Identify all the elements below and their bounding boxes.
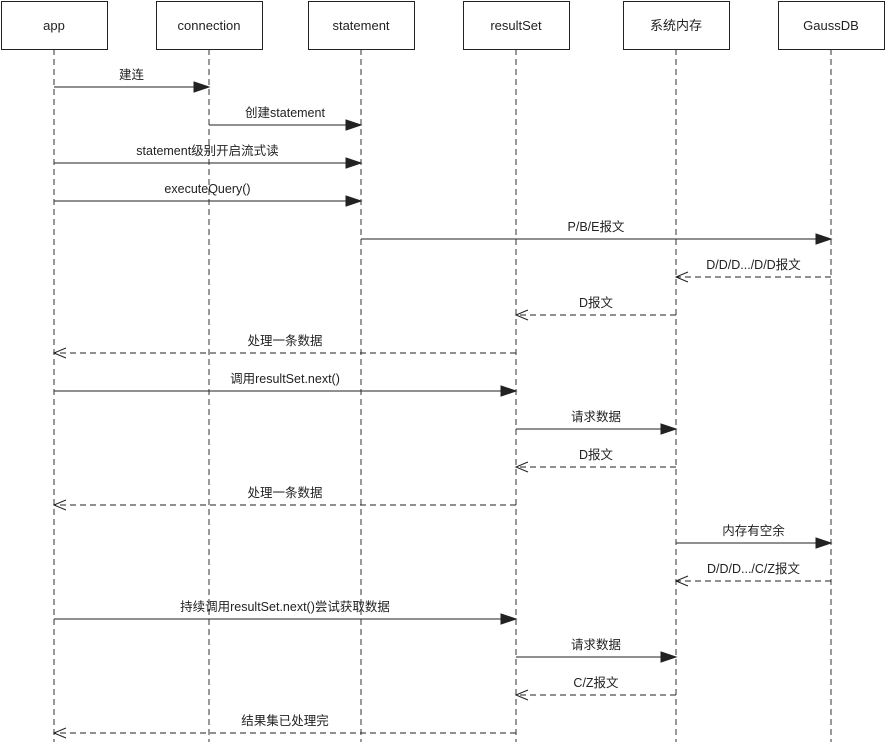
participant-statement: statement — [308, 1, 415, 50]
message-2: statement级别开启流式读 — [54, 144, 363, 169]
filled-arrowhead — [815, 233, 833, 245]
filled-arrowhead — [345, 195, 363, 207]
message-label: D/D/D.../C/Z报文 — [707, 561, 801, 576]
participant-box — [623, 1, 730, 50]
open-arrowhead — [514, 461, 529, 473]
message-3: executeQuery() — [54, 182, 363, 207]
message-label: 结果集已处理完 — [241, 713, 329, 728]
message-label: 内存有空余 — [722, 523, 785, 538]
open-arrowhead — [674, 271, 689, 283]
message-16: C/Z报文 — [514, 675, 676, 701]
participant-gaussdb: GaussDB — [778, 1, 885, 50]
message-label: D报文 — [579, 295, 614, 310]
filled-arrowhead — [660, 423, 678, 435]
message-label: 处理一条数据 — [247, 485, 322, 500]
open-arrowhead — [514, 309, 529, 321]
participant-label: 系统内存 — [650, 18, 702, 33]
message-label: 建连 — [119, 67, 145, 82]
message-label: C/Z报文 — [573, 675, 619, 690]
filled-arrowhead — [500, 385, 518, 397]
participant-sysmem: 系统内存 — [623, 1, 730, 50]
message-label: 调用resultSet.next() — [230, 372, 340, 386]
open-arrowhead — [674, 575, 689, 587]
message-4: P/B/E报文 — [361, 219, 833, 245]
message-10: D报文 — [514, 447, 676, 473]
participant-app: app — [1, 1, 108, 50]
message-11: 处理一条数据 — [52, 485, 516, 511]
participant-box — [156, 1, 263, 50]
filled-arrowhead — [345, 157, 363, 169]
filled-arrowhead — [815, 537, 833, 549]
participant-box — [308, 1, 415, 50]
message-label: 请求数据 — [571, 409, 621, 424]
participant-label: resultSet — [490, 18, 542, 33]
message-7: 处理一条数据 — [52, 333, 516, 359]
message-label: executeQuery() — [164, 182, 250, 196]
message-label: D/D/D.../D/D报文 — [706, 257, 801, 272]
message-label: 请求数据 — [571, 637, 621, 652]
participant-label: app — [43, 18, 65, 33]
open-arrowhead — [52, 727, 67, 739]
message-13: D/D/D.../C/Z报文 — [674, 561, 831, 587]
message-label: statement级别开启流式读 — [136, 144, 278, 158]
participant-box — [463, 1, 570, 50]
message-17: 结果集已处理完 — [52, 713, 516, 739]
message-label: P/B/E报文 — [568, 219, 625, 234]
participant-label: statement — [332, 18, 389, 33]
open-arrowhead — [514, 689, 529, 701]
participant-resultset: resultSet — [463, 1, 570, 50]
message-label: D报文 — [579, 447, 614, 462]
message-15: 请求数据 — [516, 637, 678, 663]
message-8: 调用resultSet.next() — [54, 372, 518, 397]
open-arrowhead — [52, 499, 67, 511]
message-12: 内存有空余 — [676, 523, 833, 549]
open-arrowhead — [52, 347, 67, 359]
participant-boxes: app connection statement resultSet 系统内存 Gauss… — [1, 1, 885, 50]
message-label: 处理一条数据 — [247, 333, 322, 348]
filled-arrowhead — [500, 613, 518, 625]
message-9: 请求数据 — [516, 409, 678, 435]
participant-box — [778, 1, 885, 50]
message-6: D报文 — [514, 295, 676, 321]
filled-arrowhead — [660, 651, 678, 663]
lifelines — [53, 49, 832, 742]
participant-label: GaussDB — [803, 18, 859, 33]
filled-arrowhead — [345, 119, 363, 131]
message-5: D/D/D.../D/D报文 — [674, 257, 831, 283]
participant-connection: connection — [156, 1, 263, 50]
filled-arrowhead — [193, 81, 211, 93]
participant-label: connection — [178, 18, 241, 33]
message-label: 创建statement — [245, 106, 325, 120]
participant-box — [1, 1, 108, 50]
message-label: 持续调用resultSet.next()尝试获取数据 — [180, 599, 390, 614]
message-14: 持续调用resultSet.next()尝试获取数据 — [54, 599, 518, 625]
message-0: 建连 — [54, 67, 211, 93]
message-1: 创建statement — [209, 106, 363, 131]
